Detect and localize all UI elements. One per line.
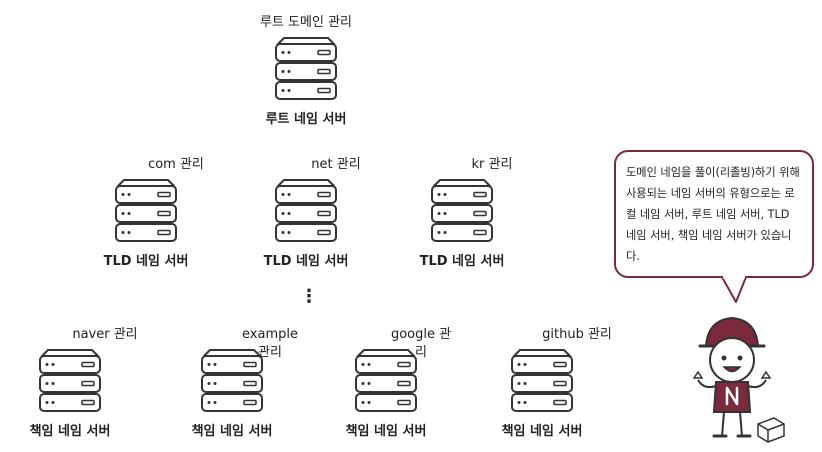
tld-server-label: TLD 네임 서버 <box>103 254 189 269</box>
tld-server-label: TLD 네임 서버 <box>263 254 349 269</box>
tld-mgmt-label: kr 관리 <box>471 157 513 172</box>
mascot-character <box>692 316 785 443</box>
authoritative-server-node-github: github 관리 책임 네임 서버 <box>472 326 612 439</box>
authoritative-server-label: 책임 네임 서버 <box>29 424 111 439</box>
authoritative-server-label: 책임 네임 서버 <box>191 424 273 439</box>
root-mgmt-label: 루트 도메인 관리 <box>260 15 352 30</box>
authoritative-mgmt-label: naver 관리 <box>72 327 138 342</box>
root-server-label: 루트 네임 서버 <box>265 112 347 127</box>
server-rack-icon <box>39 349 101 412</box>
speech-bubble-tail <box>721 276 747 303</box>
server-rack-icon <box>431 179 493 242</box>
authoritative-server-node-example: example 관리 책임 네임 서버 <box>162 326 302 439</box>
speech-bubble: 도메인 네임을 풀이(리졸빙)하기 위해 사용되는 네임 서버의 유형으로는 로… <box>614 150 814 278</box>
tld-server-node-net: net 관리 TLD 네임 서버 <box>236 156 376 269</box>
authoritative-server-label: 책임 네임 서버 <box>345 424 427 439</box>
authoritative-server-node-naver: naver 관리 책임 네임 서버 <box>0 326 140 439</box>
authoritative-mgmt-label: example 관리 <box>242 327 298 360</box>
authoritative-server-label: 책임 네임 서버 <box>501 424 583 439</box>
tld-server-node-kr: kr 관리 TLD 네임 서버 <box>392 156 532 269</box>
authoritative-mgmt-label: google 관리 <box>390 327 452 360</box>
server-rack-icon <box>355 349 417 412</box>
server-rack-icon <box>275 179 337 242</box>
tld-server-node-com: com 관리 TLD 네임 서버 <box>76 156 216 269</box>
server-rack-icon <box>511 349 573 412</box>
server-rack-icon <box>275 37 337 100</box>
tld-mgmt-label: net 관리 <box>311 157 361 172</box>
server-rack-icon <box>201 349 263 412</box>
ellipsis: ⋮ <box>300 286 318 307</box>
root-server-node: 루트 도메인 관리 루트 네임 서버 <box>236 14 376 127</box>
authoritative-mgmt-label: github 관리 <box>542 327 612 342</box>
authoritative-server-node-google: google 관리 책임 네임 서버 <box>316 326 456 439</box>
tld-mgmt-label: com 관리 <box>148 157 204 172</box>
tld-server-label: TLD 네임 서버 <box>419 254 505 269</box>
server-rack-icon <box>115 179 177 242</box>
